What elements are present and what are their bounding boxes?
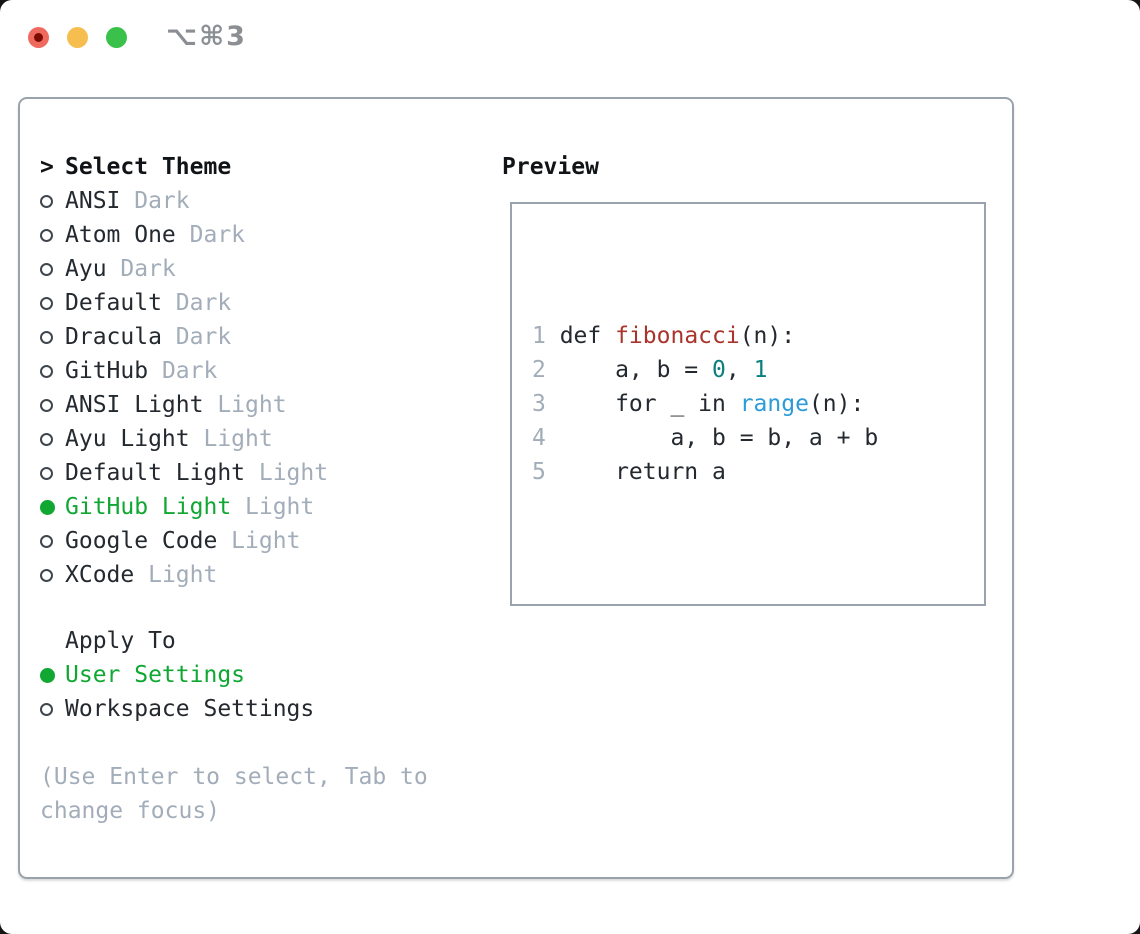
- code-token: range: [739, 391, 809, 417]
- apply-to-title: Apply To: [65, 628, 176, 654]
- radio-icon[interactable]: [40, 296, 53, 310]
- theme-variant: Dark: [161, 290, 232, 316]
- code-line: 2 a, b = 0, 1: [532, 353, 984, 387]
- apply-option-label: User Settings: [65, 662, 246, 688]
- theme-option-atom-one[interactable]: Atom One Dark: [40, 218, 480, 252]
- line-number: 3: [532, 391, 546, 417]
- theme-name: Default Light: [65, 460, 246, 486]
- select-theme-title: Select Theme: [65, 154, 232, 180]
- radio-icon[interactable]: [40, 466, 53, 480]
- theme-variant: Light: [217, 528, 301, 554]
- theme-variant: Light: [245, 460, 329, 486]
- preview-title: Preview: [502, 154, 599, 180]
- theme-name: Ayu: [65, 256, 107, 282]
- radio-icon[interactable]: [40, 534, 53, 548]
- radio-icon[interactable]: [40, 398, 53, 412]
- theme-name: Google Code: [65, 528, 218, 554]
- zoom-button[interactable]: [106, 27, 127, 48]
- radio-selected-icon[interactable]: [40, 499, 55, 515]
- minimize-button[interactable]: [67, 27, 88, 48]
- theme-variant: Dark: [175, 222, 246, 248]
- apply-to-header: Apply To: [40, 624, 480, 658]
- line-number: 5: [532, 459, 546, 485]
- theme-variant: Dark: [106, 256, 176, 282]
- code-token: fibonacci: [615, 323, 740, 349]
- radio-icon[interactable]: [40, 262, 53, 276]
- code-token: def: [559, 323, 616, 349]
- code-line: 3 for _ in range(n):: [532, 387, 984, 421]
- line-number: 2: [532, 357, 546, 383]
- theme-option-default[interactable]: Default Dark: [40, 286, 480, 320]
- code-token: 1: [753, 357, 768, 383]
- close-dot-icon: [34, 33, 43, 42]
- radio-icon[interactable]: [40, 702, 53, 716]
- radio-icon[interactable]: [40, 194, 53, 208]
- select-theme-header: > Select Theme: [40, 150, 480, 184]
- theme-name: Dracula: [65, 324, 162, 350]
- theme-variant: Dark: [161, 324, 232, 350]
- theme-name: XCode: [65, 562, 135, 588]
- theme-option-github[interactable]: GitHub Dark: [40, 354, 480, 388]
- theme-option-ansi-light[interactable]: ANSI Light Light: [40, 388, 480, 422]
- code-token: return a: [559, 459, 726, 485]
- theme-name: ANSI: [65, 188, 121, 214]
- blank-line: [532, 557, 984, 591]
- spacer: [40, 726, 480, 760]
- line-number: 1: [532, 323, 546, 349]
- spacer: [40, 592, 480, 624]
- code-line: 1 def fibonacci(n):: [532, 319, 984, 353]
- code-token: ,: [725, 357, 754, 383]
- theme-variant: Light: [134, 562, 218, 588]
- theme-option-ayu-light[interactable]: Ayu Light Light: [40, 422, 480, 456]
- theme-option-ansi[interactable]: ANSI Dark: [40, 184, 480, 218]
- theme-name: ANSI Light: [65, 392, 204, 418]
- radio-icon[interactable]: [40, 568, 53, 582]
- code-token: 0: [712, 357, 726, 383]
- radio-icon[interactable]: [40, 330, 53, 344]
- radio-icon[interactable]: [40, 228, 53, 242]
- titlebar: ⌥⌘3: [0, 0, 1140, 72]
- keyboard-hint: (Use Enter to select, Tab to change focu…: [40, 764, 428, 824]
- prompt-cursor-icon: >: [40, 154, 54, 180]
- window-title: ⌥⌘3: [166, 21, 247, 52]
- code-token: (n):: [739, 323, 796, 349]
- code-line: 5 return a: [532, 455, 984, 489]
- code-token: a, b =: [559, 357, 713, 383]
- theme-name: Atom One: [65, 222, 176, 248]
- theme-option-google-code[interactable]: Google Code Light: [40, 524, 480, 558]
- apply-option-label: Workspace Settings: [65, 696, 315, 722]
- theme-variant: Dark: [120, 188, 190, 214]
- code-token: a, b = b, a + b: [559, 425, 879, 451]
- code-token: (n):: [808, 391, 865, 417]
- theme-name: GitHub: [65, 358, 149, 384]
- radio-icon[interactable]: [40, 432, 53, 446]
- apply-option-user-settings[interactable]: User Settings: [40, 658, 480, 692]
- theme-variant: Light: [189, 426, 273, 452]
- theme-option-default-light[interactable]: Default Light Light: [40, 456, 480, 490]
- theme-variant: Light: [203, 392, 287, 418]
- theme-option-github-light[interactable]: GitHub Light Light: [40, 490, 480, 524]
- theme-name: GitHub Light: [65, 494, 232, 520]
- theme-option-xcode[interactable]: XCode Light: [40, 558, 480, 592]
- apply-option-workspace-settings[interactable]: Workspace Settings: [40, 692, 480, 726]
- code-line: 4 a, b = b, a + b: [532, 421, 984, 455]
- code-token: for _ in: [559, 391, 740, 417]
- theme-option-ayu[interactable]: Ayu Dark: [40, 252, 480, 286]
- theme-option-dracula[interactable]: Dracula Dark: [40, 320, 480, 354]
- theme-variant: Dark: [148, 358, 218, 384]
- theme-variant: Light: [231, 494, 315, 520]
- theme-name: Ayu Light: [65, 426, 190, 452]
- radio-selected-icon[interactable]: [40, 667, 55, 683]
- radio-icon[interactable]: [40, 364, 53, 378]
- close-button[interactable]: [28, 27, 49, 48]
- line-number: 4: [532, 425, 546, 451]
- theme-name: Default: [65, 290, 162, 316]
